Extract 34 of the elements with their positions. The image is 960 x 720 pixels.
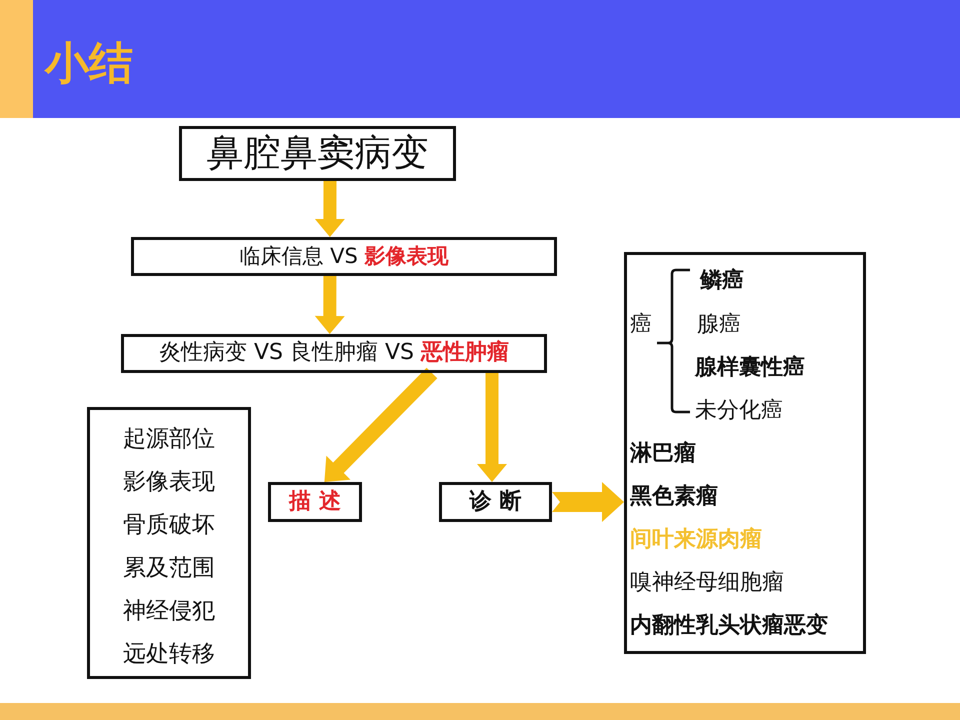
- list-item: 鳞癌: [700, 267, 744, 295]
- process-box: [268, 482, 362, 522]
- arrow: [314, 276, 345, 334]
- arrow: [314, 181, 345, 237]
- list-item: 影像表现: [123, 468, 215, 497]
- arrow: [324, 368, 438, 482]
- arrow: [477, 373, 507, 482]
- box-label: 描述: [289, 488, 349, 516]
- box-label: 鼻腔鼻窦病变: [206, 131, 428, 176]
- list-item: 神经侵犯: [123, 597, 215, 626]
- slide-title: 小结: [45, 38, 133, 90]
- box-label: 炎性病变 VS 良性肿瘤 VS 恶性肿瘤: [158, 340, 509, 367]
- list-item: 淋巴瘤: [630, 440, 696, 468]
- list-box: [87, 407, 251, 679]
- list-item: 嗅神经母细胞瘤: [630, 569, 784, 597]
- box-label: 诊断: [470, 488, 530, 516]
- list-item: 内翻性乳头状瘤恶变: [630, 612, 828, 640]
- list-item: 远处转移: [123, 640, 215, 669]
- process-box: [439, 482, 552, 522]
- process-box: [121, 334, 547, 373]
- list-item: 累及范围: [123, 554, 215, 583]
- process-box: [179, 126, 456, 181]
- list-item: 起源部位: [123, 425, 215, 454]
- list-item: 间叶来源肉瘤: [630, 526, 762, 554]
- arrow: [552, 482, 624, 522]
- list-item: 黑色素瘤: [630, 483, 718, 511]
- list-item: 腺癌: [697, 311, 741, 339]
- list-item: 腺样囊性癌: [695, 354, 805, 382]
- list-item: 骨质破坏: [123, 511, 215, 540]
- category-label: 癌: [630, 311, 652, 339]
- process-box: [131, 237, 557, 276]
- list-box: [624, 252, 866, 654]
- list-item: 未分化癌: [695, 397, 783, 425]
- box-label: 临床信息 VS 影像表现: [239, 244, 449, 270]
